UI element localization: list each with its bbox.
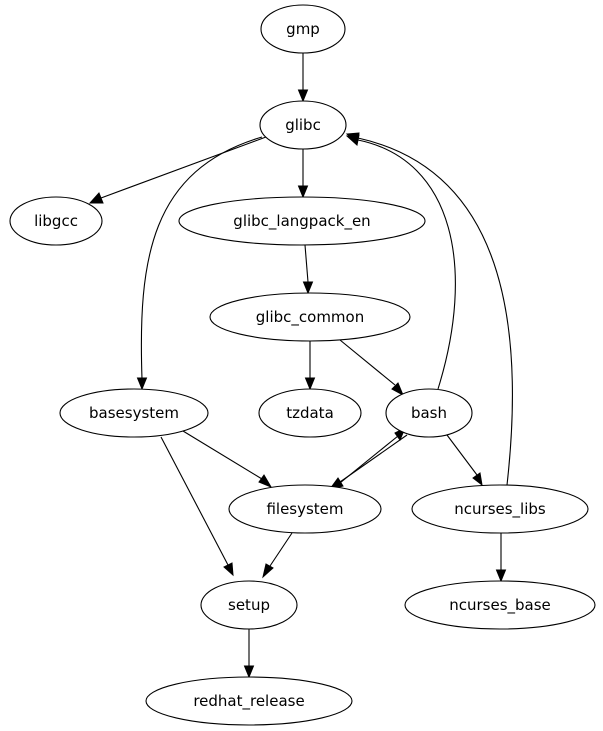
arrowhead-icon	[243, 665, 255, 679]
edge-line	[334, 435, 399, 488]
node-ellipse	[411, 484, 589, 534]
node-glibc-common[interactable]: glibc_common	[209, 292, 411, 342]
node-ellipse	[209, 292, 411, 342]
edge-glibc-to-libgcc	[88, 136, 267, 204]
nodes-layer: gmp glibc libgcc glibc_langpack_en glibc_com…	[9, 4, 596, 726]
arrowhead-icon	[223, 562, 234, 577]
arrowhead-icon	[297, 185, 309, 199]
node-ellipse	[404, 580, 596, 630]
node-ellipse	[200, 580, 298, 630]
edge-line	[160, 436, 229, 566]
arrowhead-icon	[88, 192, 104, 204]
edge-line	[339, 339, 396, 386]
node-label: glibc	[285, 116, 321, 134]
node-bash[interactable]: bash	[385, 388, 473, 438]
edges-layer	[88, 53, 513, 679]
node-setup[interactable]: setup	[200, 580, 298, 630]
node-label: bash	[411, 404, 447, 422]
node-ellipse	[9, 196, 103, 246]
node-redhat-release[interactable]: redhat_release	[145, 676, 353, 726]
edge-bash-to-filesystem	[328, 434, 408, 490]
edge-glibc-to-glibc-langpack-en	[297, 149, 309, 199]
node-label: setup	[228, 596, 270, 614]
arrowhead-icon	[495, 569, 507, 583]
node-ncurses-base[interactable]: ncurses_base	[404, 580, 596, 630]
arrowhead-icon	[262, 563, 274, 579]
node-label: filesystem	[266, 500, 343, 518]
node-label: glibc_langpack_en	[233, 212, 370, 231]
edge-bash-to-glibc	[345, 134, 456, 390]
node-ellipse	[385, 388, 473, 438]
node-ellipse	[59, 388, 209, 438]
node-glibc[interactable]: glibc	[259, 100, 347, 150]
arrowhead-icon	[297, 89, 309, 103]
arrowhead-icon	[391, 382, 405, 397]
edge-glibc-common-to-tzdata	[304, 341, 316, 391]
node-label: basesystem	[89, 404, 179, 422]
arrowhead-icon	[345, 132, 360, 144]
edge-glibc-common-to-bash	[339, 339, 405, 397]
edge-glibc-langpack-en-to-glibc-common	[302, 244, 314, 295]
edge-ncurses-libs-to-ncurses-base	[495, 533, 507, 583]
node-libgcc[interactable]: libgcc	[9, 196, 103, 246]
edge-line	[357, 139, 456, 390]
node-filesystem[interactable]: filesystem	[228, 484, 382, 534]
node-label: gmp	[286, 20, 320, 38]
edge-filesystem-to-bash	[334, 426, 406, 488]
node-label: tzdata	[286, 404, 334, 422]
node-gmp[interactable]: gmp	[260, 4, 346, 54]
edge-bash-to-ncurses-libs	[446, 434, 483, 487]
arrowhead-icon	[302, 281, 314, 295]
edge-basesystem-to-setup	[160, 436, 234, 577]
arrowhead-icon	[304, 377, 316, 391]
edge-basesystem-to-filesystem	[182, 430, 273, 489]
edge-ncurses-libs-to-glibc	[345, 132, 513, 486]
edge-setup-to-redhat-release	[243, 629, 255, 679]
node-tzdata[interactable]: tzdata	[258, 388, 362, 438]
edge-line	[304, 244, 309, 283]
node-ellipse	[259, 100, 347, 150]
node-ellipse	[178, 196, 426, 246]
edge-line	[269, 532, 293, 567]
node-label: ncurses_libs	[454, 500, 546, 519]
node-ellipse	[145, 676, 353, 726]
edge-line	[446, 434, 478, 476]
edge-line	[140, 136, 263, 380]
edge-gmp-to-glibc	[297, 53, 309, 103]
edge-line	[100, 136, 267, 199]
node-ncurses-libs[interactable]: ncurses_libs	[411, 484, 589, 534]
node-label: redhat_release	[193, 692, 304, 711]
node-ellipse	[260, 4, 346, 54]
arrowhead-icon	[258, 474, 273, 489]
node-ellipse	[258, 388, 362, 438]
node-label: glibc_common	[256, 308, 364, 327]
edge-line	[357, 137, 513, 486]
node-basesystem[interactable]: basesystem	[59, 388, 209, 438]
edge-glibc-to-basesystem	[136, 136, 263, 391]
node-glibc-langpack-en[interactable]: glibc_langpack_en	[178, 196, 426, 246]
edge-line	[182, 430, 263, 480]
edge-filesystem-to-setup	[262, 532, 293, 579]
node-label: ncurses_base	[449, 596, 551, 615]
node-ellipse	[228, 484, 382, 534]
arrowhead-icon	[472, 472, 483, 487]
arrowhead-icon	[136, 377, 148, 391]
node-label: libgcc	[34, 212, 78, 230]
